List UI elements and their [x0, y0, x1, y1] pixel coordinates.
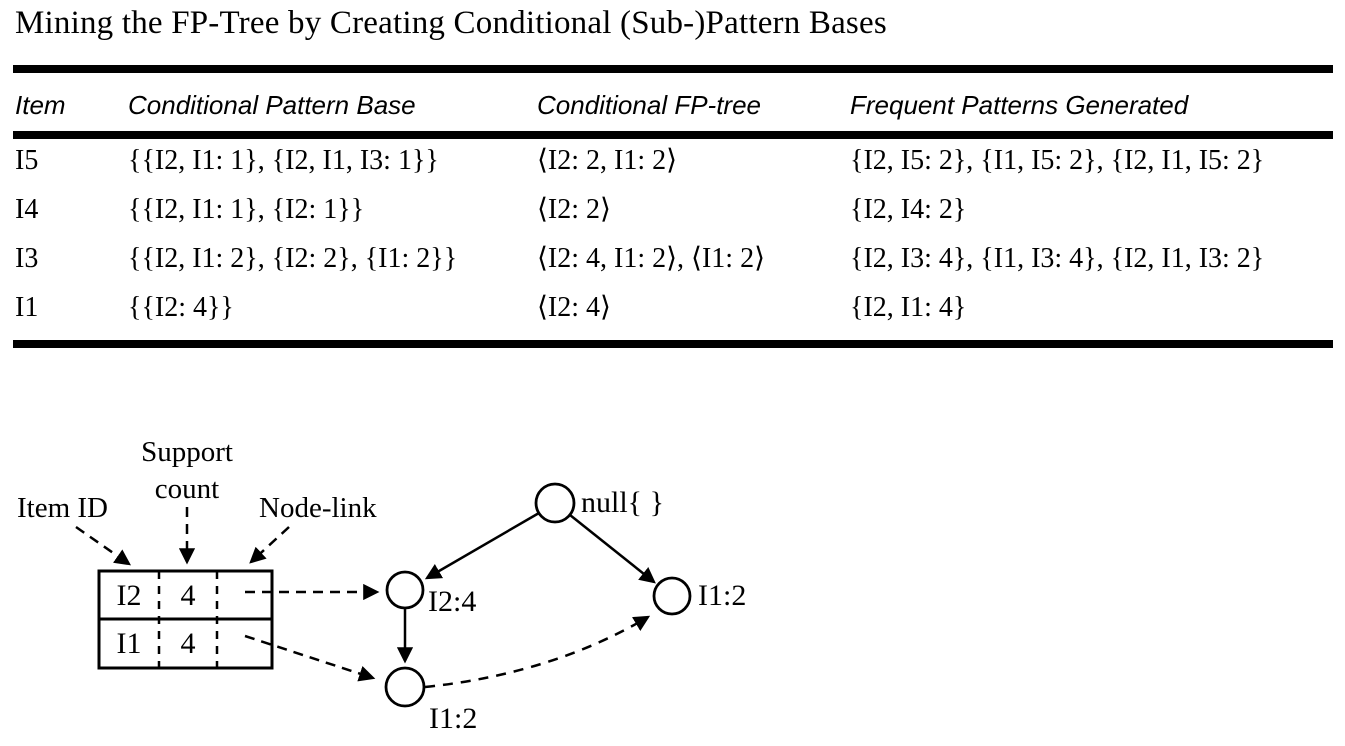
cell-frequent-patterns-generated: {I2, I5: 2}, {I1, I5: 2}, {I2, I1, I5: 2… — [850, 145, 1265, 176]
node-link-pointer-arrow — [249, 526, 290, 564]
cell-conditional-pattern-base: {{I2: 4}} — [128, 292, 234, 323]
i1-bottom-node-circle — [384, 666, 426, 708]
header-table-item-id-row1: I2 — [117, 579, 142, 612]
edge-root-to-i1-right — [569, 514, 656, 584]
column-header-frequent-patterns-generated: Frequent Patterns Generated — [850, 90, 1189, 120]
fp-tree-diagram: Item ID Support count Node-link I2 4 I1 … — [17, 436, 746, 735]
node-link-label: Node-link — [259, 492, 377, 524]
cell-conditional-fp-tree: ⟨I2: 2, I1: 2⟩ — [537, 145, 678, 176]
i1-right-node-circle — [652, 576, 692, 616]
i2-node-label: I2:4 — [428, 585, 476, 618]
cell-frequent-patterns-generated: {I2, I1: 4} — [850, 292, 967, 323]
column-header-item: Item — [15, 90, 66, 120]
column-header-conditional-pattern-base: Conditional Pattern Base — [128, 90, 416, 120]
header-table-item-id-row2: I1 — [117, 627, 142, 660]
table-row: I5 {{I2, I1: 1}, {I2, I1, I3: 1}} ⟨I2: 2… — [15, 136, 1333, 185]
cell-conditional-fp-tree: ⟨I2: 4, I1: 2⟩, ⟨I1: 2⟩ — [537, 243, 766, 274]
cell-item: I1 — [15, 292, 39, 323]
node-link-arrow-i1 — [244, 634, 376, 682]
cell-item: I3 — [15, 243, 39, 274]
cell-conditional-pattern-base: {{I2, I1: 2}, {I2: 2}, {I1: 2}} — [128, 243, 458, 274]
i1-bottom-node-label: I1:2 — [429, 702, 477, 735]
cell-conditional-fp-tree: ⟨I2: 4⟩ — [537, 292, 611, 323]
table-body: I5 {{I2, I1: 1}, {I2, I1, I3: 1}} ⟨I2: 2… — [15, 136, 1333, 332]
support-count-label-line1: Support — [141, 436, 233, 468]
item-id-pointer-arrow — [75, 525, 131, 566]
table-rule-top — [13, 65, 1333, 73]
node-link-curve-i1-to-i1 — [424, 615, 651, 689]
item-id-label: Item ID — [17, 492, 108, 524]
page-title: Mining the FP-Tree by Creating Condition… — [15, 5, 887, 41]
cell-item: I5 — [15, 145, 39, 176]
column-header-conditional-fp-tree: Conditional FP-tree — [537, 90, 761, 120]
cell-conditional-pattern-base: {{I2, I1: 1}, {I2, I1, I3: 1}} — [128, 145, 439, 176]
table-row: I1 {{I2: 4}} ⟨I2: 4⟩ {I2, I1: 4} — [15, 283, 1333, 332]
cell-conditional-fp-tree: ⟨I2: 2⟩ — [537, 194, 611, 225]
table-row: I4 {{I2, I1: 1}, {I2: 1}} ⟨I2: 2⟩ {I2, I… — [15, 185, 1333, 234]
header-table-support-count-row1: 4 — [181, 579, 196, 612]
header-table-support-count-row2: 4 — [181, 627, 196, 660]
i2-node-circle — [385, 570, 425, 610]
table-row: I3 {{I2, I1: 2}, {I2: 2}, {I1: 2}} ⟨I2: … — [15, 234, 1333, 283]
cell-item: I4 — [15, 194, 39, 225]
i1-right-node-label: I1:2 — [698, 579, 746, 612]
table-rule-bottom — [13, 340, 1333, 348]
table-rule-header-bottom — [13, 131, 1333, 139]
edge-root-to-i2 — [424, 511, 540, 580]
root-node-circle — [534, 482, 576, 524]
table-header-row: Item Conditional Pattern Base Conditiona… — [15, 90, 1333, 121]
cell-conditional-pattern-base: {{I2, I1: 1}, {I2: 1}} — [128, 194, 365, 225]
cell-frequent-patterns-generated: {I2, I3: 4}, {I1, I3: 4}, {I2, I1, I3: 2… — [850, 243, 1265, 274]
root-node-label: null{ } — [581, 486, 664, 519]
cell-frequent-patterns-generated: {I2, I4: 2} — [850, 194, 967, 225]
support-count-label-line2: count — [155, 473, 219, 505]
